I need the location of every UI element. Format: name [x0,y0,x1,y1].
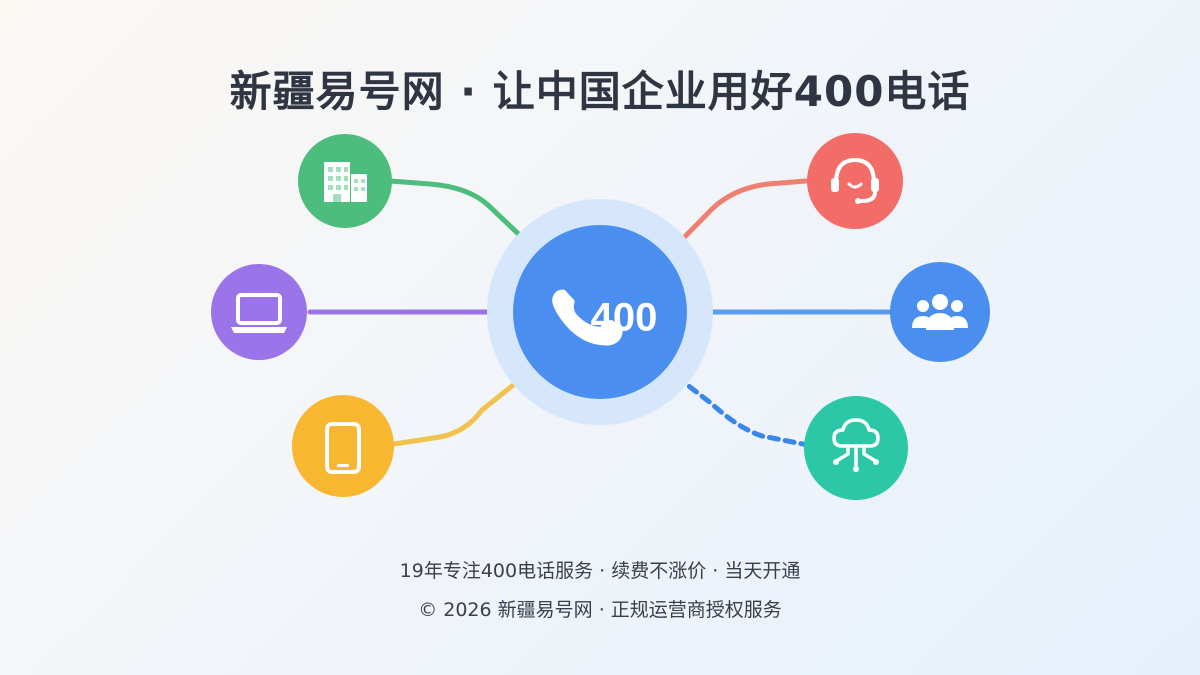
node-cloud [804,396,908,500]
footer-copyright: © 2026 新疆易号网 · 正规运营商授权服务 [418,599,782,621]
node-circle-users [890,262,990,362]
users-group-icon [912,294,968,330]
hub-node: 400 [487,199,713,425]
laptop-icon [231,293,287,333]
connection-line-building [387,178,531,246]
node-headset [807,133,903,229]
hub-circle [513,225,687,399]
node-mobile [292,395,394,497]
hub-label: 400 [591,296,658,340]
headset-icon [831,157,879,204]
page-title: 新疆易号网 · 让中国企业用好400电话 [229,67,971,116]
cloud-network-icon [832,418,880,472]
node-circle-laptop [211,264,307,360]
connection-line-cloud [661,364,811,448]
building-icon [324,162,367,202]
connection-lines [307,178,893,448]
connection-line-headset [661,178,809,261]
node-laptop [211,264,307,360]
footer-tagline: 19年专注400电话服务 · 续费不涨价 · 当天开通 [399,560,801,582]
connection-line-mobile [391,367,535,447]
node-circle-mobile [292,395,394,497]
node-circle-headset [807,133,903,229]
node-users [890,262,990,362]
phone-handset-icon [552,289,623,346]
node-building [298,134,392,228]
mobile-phone-icon [325,422,361,474]
